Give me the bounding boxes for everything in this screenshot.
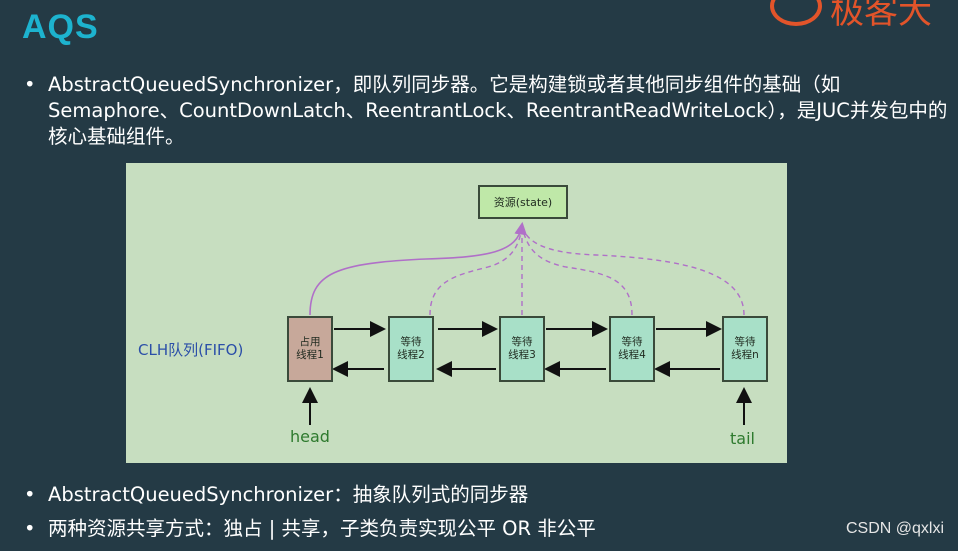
diagram-arrows [302,221,752,425]
head-label: head [290,427,330,446]
logo-ring-icon [770,0,822,26]
bullet-intro: • AbstractQueuedSynchronizer，即队列同步器。它是构建… [24,72,947,152]
tail-label: tail [730,429,755,448]
bullet-dot-icon: • [24,483,36,506]
bullet-abstract-text: AbstractQueuedSynchronizer：抽象队列式的同步器 [48,483,529,506]
bullet-intro-text: AbstractQueuedSynchronizer，即队列同步器。它是构建锁或… [48,73,948,148]
node-status: 等待 [400,336,422,348]
node-status: 等待 [621,336,643,348]
page-title: AQS [22,8,99,46]
watermark: CSDN @qxlxi [845,520,944,537]
owner-link-arrow [309,221,527,316]
logo-text: 极客大 [830,0,932,32]
bullet-dot-icon: • [24,73,36,96]
node-status: 等待 [511,336,533,348]
node-thread-n: 等待 线程n [722,316,768,382]
node-thread: 线程3 [508,349,536,361]
node-thread: 线程n [731,349,759,361]
node-status: 占用 [299,336,321,348]
wait-link-arrow-2 [429,224,523,316]
node-thread-3: 等待 线程3 [499,316,545,382]
node-thread-1: 占用 线程1 [287,316,333,382]
node-thread: 线程1 [296,349,324,361]
wait-link-arrow-4 [521,224,633,316]
node-thread: 线程2 [397,349,425,361]
node-thread-4: 等待 线程4 [609,316,655,382]
node-status: 等待 [734,336,756,348]
bullet-dot-icon: • [24,517,36,540]
brand-logo: 极客大 [766,0,958,32]
resource-state-box: 资源(state) [478,185,568,219]
bullet-modes-text: 两种资源共享方式：独占 | 共享，子类负责实现公平 OR 非公平 [48,517,596,540]
wait-link-arrow-n [521,224,745,316]
node-thread: 线程4 [618,349,646,361]
clh-queue-label: CLH队列(FIFO) [138,341,244,359]
aqs-diagram: 资源(state) CLH队列(FIFO) 占用 线程1 等待 线程2 等待 线… [126,163,787,463]
node-thread-2: 等待 线程2 [388,316,434,382]
